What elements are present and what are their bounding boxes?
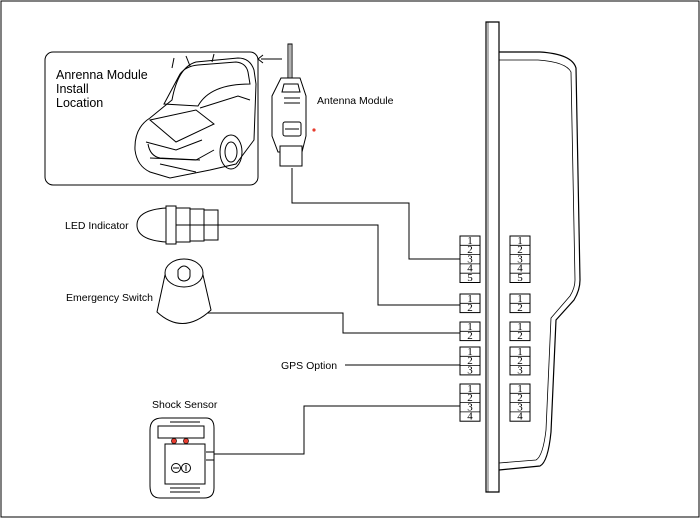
shock-led-1 bbox=[171, 438, 177, 444]
right-pin-shock-4: 4 bbox=[517, 411, 523, 423]
right-connector-antenna bbox=[509, 235, 531, 283]
left-pin-antenna-1: 1 bbox=[467, 235, 473, 247]
left-connector-gps bbox=[459, 346, 481, 376]
right-pin-led-2: 2 bbox=[517, 302, 523, 314]
left-pin-switch-2: 2 bbox=[467, 330, 473, 342]
left-pin-shock-2: 2 bbox=[467, 392, 473, 404]
left-pin-gps-1: 1 bbox=[467, 346, 473, 358]
right-pin-antenna-5: 5 bbox=[517, 272, 523, 284]
left-pin-antenna-3: 3 bbox=[467, 253, 473, 265]
wires bbox=[208, 168, 460, 455]
left-pin-shock-1: 1 bbox=[467, 383, 473, 395]
right-pin-shock-1: 1 bbox=[517, 383, 523, 395]
control-unit bbox=[485, 21, 581, 493]
left-pin-shock-4: 4 bbox=[467, 411, 473, 423]
left-pin-shock-3: 3 bbox=[467, 401, 473, 413]
led-indicator bbox=[136, 205, 219, 245]
wire-shock bbox=[214, 405, 460, 455]
right-pin-gps-3: 3 bbox=[517, 364, 523, 376]
right-pin-shock-3: 3 bbox=[517, 401, 523, 413]
wire-led bbox=[218, 224, 460, 306]
right-pin-shock-2: 2 bbox=[517, 392, 523, 404]
label-emergency-switch: Emergency Switch bbox=[66, 292, 153, 304]
shock-led-2 bbox=[183, 438, 189, 444]
inset-panel: Anrenna Module Install Location bbox=[44, 51, 282, 186]
left-pin-antenna-5: 5 bbox=[467, 272, 473, 284]
left-pin-switch-1: 1 bbox=[467, 321, 473, 333]
right-pin-switch-1: 1 bbox=[517, 321, 523, 333]
right-pin-antenna-2: 2 bbox=[517, 244, 523, 256]
antenna-module bbox=[271, 43, 316, 167]
wire-antenna bbox=[291, 168, 460, 260]
antenna-led-dot bbox=[312, 128, 316, 132]
right-pin-gps-2: 2 bbox=[517, 355, 523, 367]
shock-sensor bbox=[149, 417, 215, 499]
label-gps-option: GPS Option bbox=[281, 360, 337, 372]
left-pin-led-1: 1 bbox=[467, 293, 473, 305]
right-pin-antenna-3: 3 bbox=[517, 253, 523, 265]
inset-title-line-1: Anrenna Module bbox=[56, 68, 148, 82]
inset-title-line-3: Location bbox=[56, 96, 103, 110]
inset-title-line-2: Install bbox=[56, 82, 89, 96]
label-antenna-module: Antenna Module bbox=[317, 95, 394, 107]
left-pin-antenna-4: 4 bbox=[467, 263, 473, 275]
left-pin-gps-2: 2 bbox=[467, 355, 473, 367]
car-illustration bbox=[134, 53, 257, 179]
right-pin-antenna-4: 4 bbox=[517, 263, 523, 275]
emergency-switch bbox=[156, 258, 212, 324]
label-shock-sensor: Shock Sensor bbox=[152, 399, 218, 411]
left-pin-gps-3: 3 bbox=[467, 364, 473, 376]
right-connector-gps bbox=[509, 346, 531, 376]
inset-frame bbox=[44, 51, 259, 186]
right-pin-gps-1: 1 bbox=[517, 346, 523, 358]
left-pin-led-2: 2 bbox=[467, 302, 473, 314]
right-pin-switch-2: 2 bbox=[517, 330, 523, 342]
left-pin-antenna-2: 2 bbox=[467, 244, 473, 256]
wire-switch bbox=[208, 312, 460, 334]
right-pin-led-1: 1 bbox=[517, 293, 523, 305]
label-led-indicator: LED Indicator bbox=[65, 220, 129, 232]
right-pin-antenna-1: 1 bbox=[517, 235, 523, 247]
